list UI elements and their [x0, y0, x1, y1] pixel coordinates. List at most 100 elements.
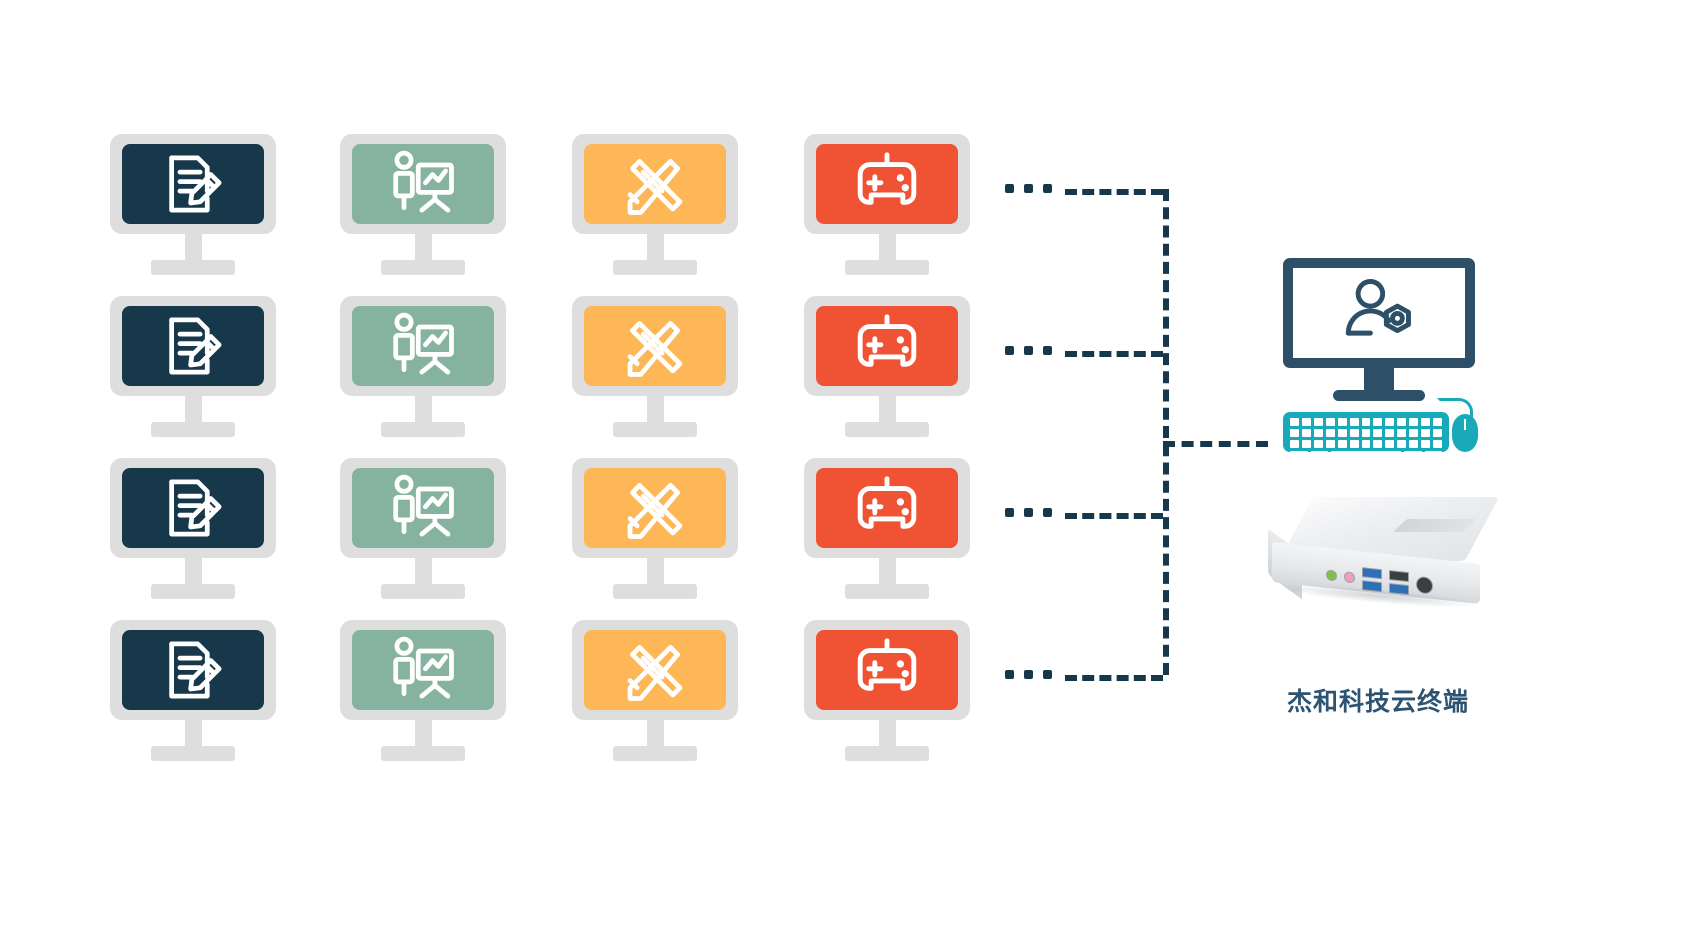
presenter-chart-easel-icon — [385, 632, 461, 708]
client-terminal-gaming-r1[interactable] — [804, 134, 970, 275]
keyboard-key — [1290, 429, 1299, 437]
monitor-base — [151, 260, 235, 275]
client-terminal-document-r1[interactable] — [110, 134, 276, 275]
client-terminal-presentation-r1[interactable] — [340, 134, 506, 275]
monitor-neck — [878, 396, 896, 422]
keyboard-key — [1397, 440, 1407, 448]
monitor-base — [613, 260, 697, 275]
monitor-neck — [878, 720, 896, 746]
client-terminal-gaming-r4[interactable] — [804, 620, 970, 761]
keyboard-key — [1349, 429, 1359, 437]
monitor-screen-document — [122, 630, 264, 710]
client-terminal-design-r1[interactable] — [572, 134, 738, 275]
keyboard-key — [1361, 418, 1371, 426]
gamepad-icon — [848, 469, 926, 547]
keyboard-key — [1373, 440, 1383, 448]
client-terminal-design-r3[interactable] — [572, 458, 738, 599]
monitor-screen-design — [584, 144, 726, 224]
monitor-base — [381, 584, 465, 599]
monitor-neck — [184, 396, 202, 422]
monitor-base — [845, 746, 929, 761]
keyboard-key — [1325, 418, 1335, 426]
client-terminal-presentation-r4[interactable] — [340, 620, 506, 761]
monitor-base — [151, 422, 235, 437]
client-terminal-presentation-r2[interactable] — [340, 296, 506, 437]
monitor-base — [845, 260, 929, 275]
admin-console-monitor[interactable] — [1283, 258, 1475, 401]
keyboard-key — [1424, 451, 1442, 459]
connector-vertical-bus — [1163, 189, 1169, 675]
document-edit-icon — [155, 632, 231, 708]
keyboard-key — [1404, 451, 1422, 459]
presenter-chart-easel-icon — [385, 146, 461, 222]
monitor-bezel — [110, 458, 276, 558]
monitor-base — [381, 746, 465, 761]
document-edit-icon — [155, 470, 231, 546]
keyboard-key — [1301, 429, 1311, 437]
monitor-bezel — [572, 134, 738, 234]
connector-branch-r2 — [1065, 351, 1163, 357]
audio-out-jack-icon — [1326, 569, 1337, 582]
user-settings-icon — [1336, 274, 1422, 353]
ellipsis-dot — [1024, 184, 1033, 193]
monitor-base — [381, 422, 465, 437]
monitor-neck — [878, 234, 896, 260]
monitor-screen-presentation — [352, 144, 494, 224]
client-terminal-presentation-r3[interactable] — [340, 458, 506, 599]
keyboard-row — [1290, 429, 1442, 437]
monitor-base — [613, 584, 697, 599]
keyboard-key — [1409, 418, 1419, 426]
presenter-chart-easel-icon — [385, 308, 461, 384]
monitor-screen-document — [122, 144, 264, 224]
mini-pc[interactable] — [1268, 497, 1500, 617]
client-terminal-design-r4[interactable] — [572, 620, 738, 761]
client-terminal-gaming-r3[interactable] — [804, 458, 970, 599]
ellipsis-dot — [1024, 508, 1033, 517]
ellipsis-dot — [1005, 346, 1014, 355]
ellipsis-dot — [1043, 670, 1052, 679]
keyboard-spacebar — [1331, 451, 1401, 459]
monitor-screen-gaming — [816, 630, 958, 710]
keyboard-row — [1290, 418, 1442, 426]
keyboard-key — [1385, 429, 1395, 437]
client-terminal-document-r4[interactable] — [110, 620, 276, 761]
admin-monitor-neck — [1364, 368, 1394, 390]
ellipsis-dot — [1043, 184, 1052, 193]
pencil-ruler-icon — [617, 632, 693, 708]
ellipsis-dot — [1043, 508, 1052, 517]
monitor-neck — [414, 558, 432, 584]
keyboard-key — [1421, 440, 1431, 448]
client-terminal-design-r2[interactable] — [572, 296, 738, 437]
client-terminal-document-r2[interactable] — [110, 296, 276, 437]
presenter-chart-easel-icon — [385, 470, 461, 546]
monitor-screen-document — [122, 306, 264, 386]
connector-branch-r4 — [1065, 675, 1163, 681]
monitor-bezel — [340, 620, 506, 720]
client-terminal-document-r3[interactable] — [110, 458, 276, 599]
keyboard-key — [1313, 440, 1323, 448]
microphone-jack-icon — [1344, 571, 1355, 584]
keyboard[interactable] — [1283, 412, 1449, 459]
monitor-bezel — [110, 134, 276, 234]
keyboard-key — [1325, 440, 1335, 448]
monitor-neck — [646, 234, 664, 260]
monitor-bezel — [804, 134, 970, 234]
keyboard-key — [1290, 451, 1308, 459]
client-terminal-gaming-r2[interactable] — [804, 296, 970, 437]
monitor-bezel — [340, 458, 506, 558]
monitor-bezel — [110, 296, 276, 396]
monitor-screen-presentation — [352, 468, 494, 548]
keyboard-key — [1313, 418, 1323, 426]
monitor-bezel — [572, 458, 738, 558]
monitor-screen-design — [584, 306, 726, 386]
monitor-neck — [646, 720, 664, 746]
mouse[interactable] — [1452, 414, 1478, 452]
monitor-screen-gaming — [816, 144, 958, 224]
keyboard-key — [1421, 429, 1431, 437]
row-continuation-ellipsis-r1 — [1005, 184, 1052, 193]
monitor-bezel — [110, 620, 276, 720]
row-continuation-ellipsis-r4 — [1005, 670, 1052, 679]
document-edit-icon — [155, 146, 231, 222]
keyboard-key — [1361, 440, 1371, 448]
